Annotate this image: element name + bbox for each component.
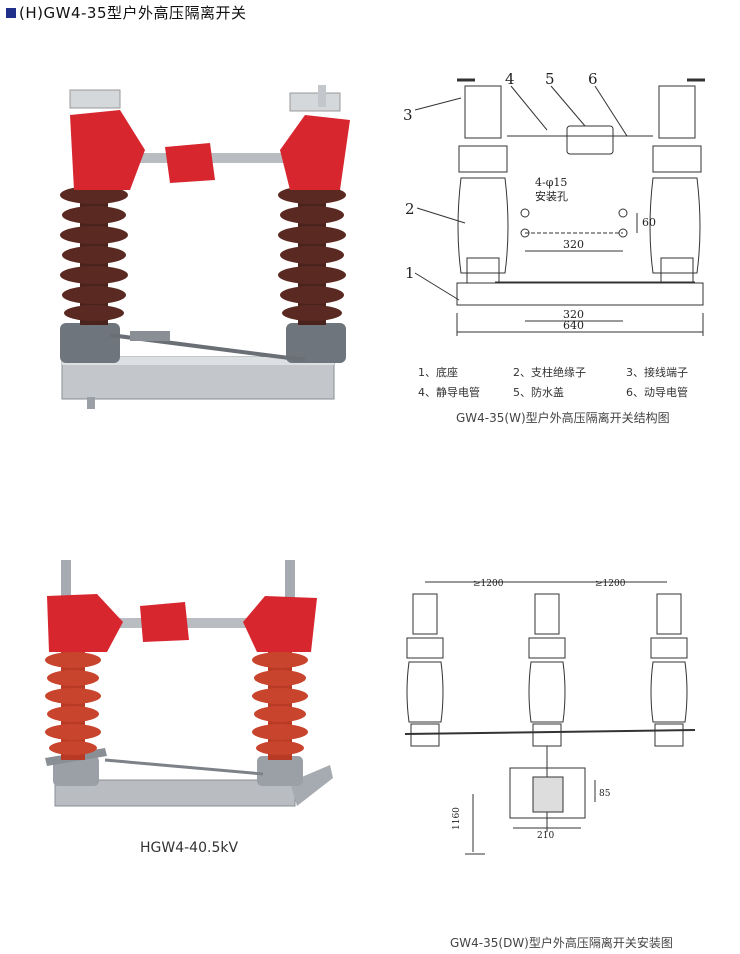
- dim-1160: 1160: [452, 807, 462, 830]
- callout-1: 1: [405, 264, 415, 282]
- hole-label-bottom: 安装孔: [535, 189, 568, 203]
- page-title-text: (H)GW4-35型户外高压隔离开关: [19, 4, 247, 22]
- legend-item-1: 1、底座: [418, 366, 458, 379]
- title-bullet-icon: [6, 7, 16, 18]
- left-insulator: [60, 185, 128, 325]
- dim-320-lower: 320: [563, 308, 584, 321]
- legend-item-5: 5、防水盖: [513, 386, 564, 399]
- callout-4: 4: [505, 70, 515, 88]
- switch-photo-brown: [60, 85, 350, 409]
- pole-right: [650, 593, 688, 747]
- photo2-caption: HGW4-40.5kV: [140, 840, 239, 856]
- diagram-base: [456, 282, 704, 306]
- right-bearing: [286, 323, 346, 363]
- right-insulator: [278, 185, 346, 325]
- structure-diagram: 3 4 5 6 2 1 4-φ15 安装孔 60 320 320 640: [403, 70, 705, 336]
- pole-left: [406, 593, 444, 747]
- dim-210: 210: [537, 831, 554, 841]
- right-insulator-red: [252, 652, 308, 760]
- left-terminal: [69, 89, 121, 109]
- right-terminal: [289, 92, 341, 112]
- legend-item-2: 2、支柱绝缘子: [513, 366, 586, 379]
- dim-60: 60: [642, 216, 656, 229]
- legend-item-6: 6、动导电管: [626, 386, 688, 399]
- installation-diagram: ≥1200 ≥1200 85 210 1160: [404, 579, 696, 855]
- hole-label-top: 4-φ15: [535, 176, 567, 189]
- dim-320-upper: 320: [563, 238, 584, 251]
- dim-left-1200: ≥1200: [473, 579, 504, 589]
- left-insulator-red: [45, 652, 101, 760]
- switch-photo-red: [45, 560, 333, 807]
- pole-middle: [528, 593, 566, 747]
- center-cap: [165, 143, 215, 183]
- left-red-head: [70, 110, 145, 190]
- callout-5: 5: [545, 70, 555, 88]
- callout-3: 3: [403, 106, 413, 124]
- legend-item-3: 3、接线端子: [626, 366, 688, 379]
- dim-right-1200: ≥1200: [595, 579, 626, 589]
- dim-85: 85: [599, 789, 611, 799]
- dim-640: 640: [563, 319, 584, 332]
- callout-2: 2: [405, 200, 415, 218]
- diagram2-caption: GW4-35(DW)型户外高压隔离开关安装图: [450, 936, 673, 950]
- callout-6: 6: [588, 70, 598, 88]
- legend-item-4: 4、静导电管: [418, 386, 480, 399]
- page-title: (H)GW4-35型户外高压隔离开关: [6, 2, 246, 23]
- diagram1-caption: GW4-35(W)型户外高压隔离开关结构图: [456, 411, 670, 425]
- right-red-head: [280, 115, 350, 190]
- left-bearing: [60, 323, 120, 363]
